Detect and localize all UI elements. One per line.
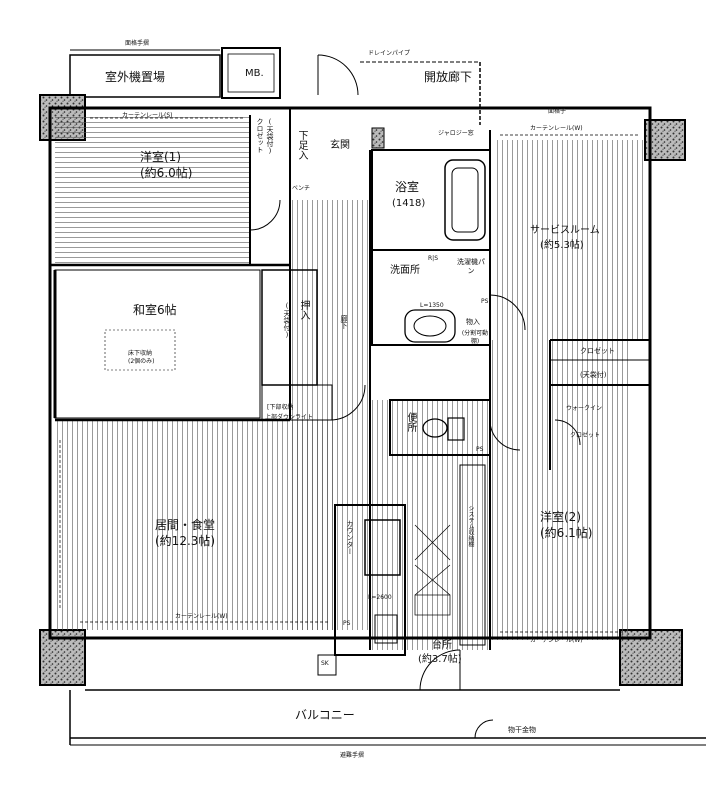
- gaishitsu-label: 室外機置場: [105, 70, 166, 84]
- bathtub: [444, 159, 486, 241]
- toilet-fixture: [422, 417, 465, 441]
- walls: [48, 106, 652, 656]
- genkan-label: 玄関: [330, 140, 350, 151]
- living-area: (約12.3帖): [155, 534, 216, 548]
- l2600-label: L=2600: [368, 594, 392, 601]
- system-shuno-label: システム収納棚: [467, 505, 474, 547]
- closet-sv-ten-label: (天袋付): [580, 371, 607, 379]
- floor-hatching: [55, 115, 645, 650]
- monohoshi-label: 物干金物: [508, 726, 536, 734]
- mb-label: MB.: [245, 68, 264, 79]
- balcony-area: [69, 654, 706, 746]
- drain-label: ドレインパイプ: [368, 50, 411, 57]
- kitchen-storage: [414, 524, 451, 616]
- oshiire-ten-label: (天袋付): [283, 302, 291, 339]
- closet-y1-label: クロゼット: [256, 118, 264, 153]
- bottom-rail-label: 避難手摺: [340, 752, 365, 759]
- rouka-label: 廊下: [340, 315, 348, 329]
- washitsu-area: [53, 269, 261, 419]
- tenbukuro-label: (天袋付): [266, 118, 274, 155]
- balcony-name: バルコニー: [295, 708, 355, 722]
- curtain-rails: [59, 117, 640, 633]
- kitchen-name: 台所: [432, 640, 452, 651]
- monoire-sub-label: (分割可動棚): [461, 330, 489, 345]
- rs-label: R|S: [428, 255, 438, 262]
- curtain-w-label: カーテンレール(W): [530, 125, 583, 132]
- youshitsu2-name: 洋室(2): [540, 510, 581, 524]
- mado-top-label: 面格手摺: [125, 40, 150, 47]
- closet-sv-label: クロゼット: [580, 347, 615, 355]
- jalousie-label: ジャロジー窓: [438, 130, 474, 137]
- monoire-label: 物入: [466, 318, 480, 326]
- toilet-name: 便所: [405, 412, 416, 432]
- ps1-label: PS: [481, 298, 489, 305]
- curtain-w3-label: カーテンレール(W): [530, 637, 583, 644]
- yuka-shuno-label: 床下収納: [128, 350, 153, 357]
- living-name: 居間・食堂: [155, 518, 216, 532]
- senmen-name: 洗面所: [390, 265, 420, 276]
- youshitsu2-area: (約6.1帖): [540, 526, 593, 540]
- kitchen-area: (約3.7帖): [418, 654, 462, 665]
- bath-size: (1418): [392, 198, 426, 209]
- doors: [249, 54, 581, 739]
- walkin-label: ウォークイン: [566, 405, 603, 412]
- bikoushu-label: 面格子: [548, 108, 567, 115]
- bath-name: 浴室: [395, 180, 420, 194]
- oshiire-label: 押入: [298, 300, 309, 320]
- top-outdoor: [69, 47, 481, 125]
- youshitsu1-name: 洋室(1): [140, 150, 181, 164]
- curtain-s-label: カーテンレール(S): [122, 112, 173, 119]
- service-area: (約5.3帖): [540, 240, 584, 251]
- ps3-label: PS: [343, 620, 351, 627]
- shita-shuno-label: [下部収納: [267, 404, 294, 411]
- service-name: サービスルーム: [530, 225, 600, 236]
- ps2-label: PS: [476, 446, 484, 453]
- counter-label: カウンター: [346, 520, 354, 555]
- washbasin: [404, 309, 456, 343]
- youshitsu1-area: (約6.0帖): [140, 166, 193, 180]
- bench-label: ベンチ: [292, 185, 311, 192]
- curtain-w2-label: カーテンレール(W): [175, 613, 228, 620]
- washitsu-name: 和室6帖: [133, 303, 177, 317]
- walkin2-label: クロゼット: [570, 432, 601, 439]
- sk-label: SK: [321, 660, 329, 667]
- sentakuki-label: 洗濯機パン: [457, 258, 485, 275]
- l1350-label: L=1350: [420, 302, 444, 309]
- kaihou-label: 開放廊下: [424, 70, 473, 84]
- yuka-shuno2-label: (2個のみ): [128, 358, 155, 365]
- shita-shuno2-label: 上部ダウンライト: [265, 414, 314, 421]
- geta-label: 下足入: [296, 130, 307, 160]
